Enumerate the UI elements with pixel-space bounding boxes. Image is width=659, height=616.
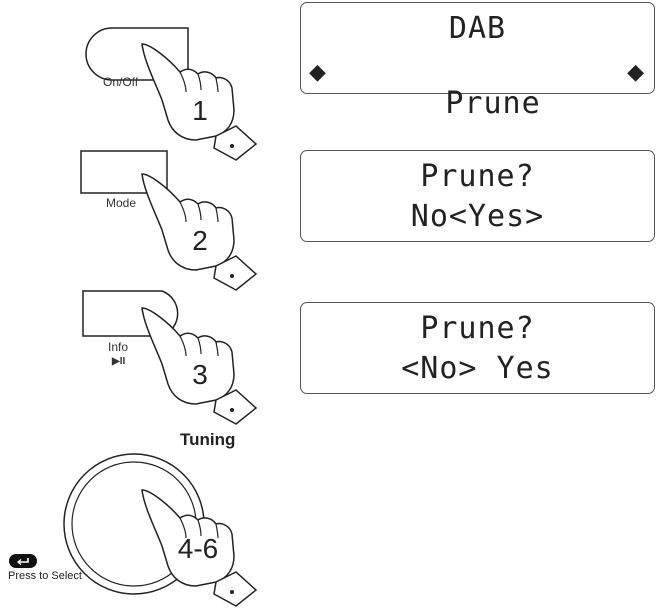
lcd-line-2: No<Yes> — [410, 199, 545, 234]
tuning-title: Tuning — [180, 430, 236, 449]
info-label: Info — [108, 340, 129, 354]
diamond-arrow-icon: ◆ — [309, 59, 326, 84]
finger-number: 3 — [192, 359, 208, 390]
pointing-hand-icon: 1 — [141, 43, 258, 161]
lcd-display-2: Prune? No<Yes> — [300, 150, 655, 242]
pointing-hand-icon: 3 — [141, 307, 258, 425]
enter-key-icon — [9, 554, 37, 568]
finger-number: 2 — [192, 225, 208, 256]
pointing-hand-icon: 4-6 — [141, 489, 258, 607]
lcd-line-2: Prune — [301, 51, 654, 156]
lcd-line-1: Prune? — [420, 311, 535, 346]
mode-label: Mode — [106, 196, 137, 210]
lcd-line-2: <No> Yes — [401, 351, 554, 386]
pointing-hand-icon: 2 — [141, 173, 258, 291]
lcd-line-1: DAB — [448, 11, 507, 46]
on-off-label: On/Off — [103, 75, 139, 89]
finger-number: 1 — [192, 95, 208, 126]
finger-number: 4-6 — [178, 533, 218, 564]
press-to-select-label: Press to Select — [8, 570, 82, 582]
diamond-arrow-icon: ◆ — [627, 59, 644, 84]
lcd-line-1: Prune? — [420, 159, 535, 194]
lcd-display-3: Prune? <No> Yes — [300, 302, 655, 394]
lcd-line-2-text: Prune — [445, 86, 541, 121]
play-pause-icon: ▶II — [112, 356, 126, 367]
lcd-display-1: DAB Prune ◆ ◆ — [300, 2, 655, 121]
